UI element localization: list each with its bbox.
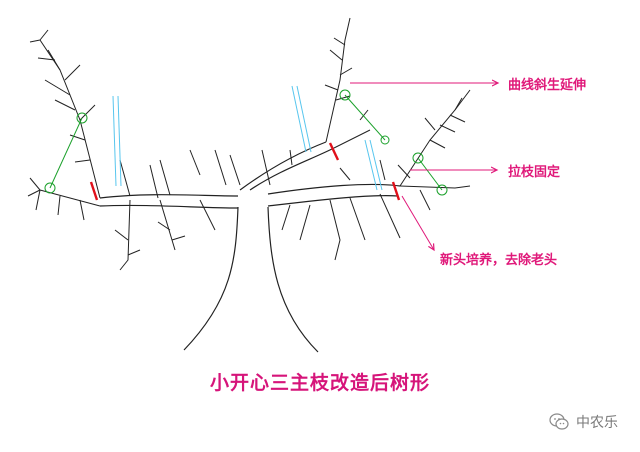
tie-lines: [44, 89, 448, 196]
label-extend: 曲线斜生延伸: [508, 78, 587, 93]
watermark: 中农乐: [548, 412, 618, 432]
label-fix: 拉枝固定: [508, 165, 561, 180]
left-limb-lower: [99, 204, 239, 209]
support-posts: [112, 85, 383, 191]
center-limb-upper: [239, 141, 327, 191]
cut-mark-right: [391, 181, 401, 201]
branch-twigs: [27, 17, 471, 271]
cut-mark-center: [328, 142, 340, 161]
tree-outline: [99, 141, 401, 353]
center-limb-lower: [249, 147, 335, 191]
cut-mark-left: [89, 181, 99, 201]
left-limb-upper: [99, 194, 239, 199]
diagram-title: 小开心三主枝改造后树形: [209, 372, 430, 394]
wechat-icon: [549, 413, 569, 430]
trunk-left-edge: [183, 206, 239, 351]
arrow-renew: [401, 195, 434, 250]
right-limb-lower: [267, 195, 399, 207]
label-renew: 新头培养，去除老头: [440, 253, 558, 268]
callout-arrows: [350, 83, 498, 250]
watermark-text: 中农乐: [576, 415, 618, 431]
right-limb-upper: [267, 183, 401, 195]
trunk-right-edge: [267, 206, 319, 353]
cut-marks: [89, 142, 401, 201]
